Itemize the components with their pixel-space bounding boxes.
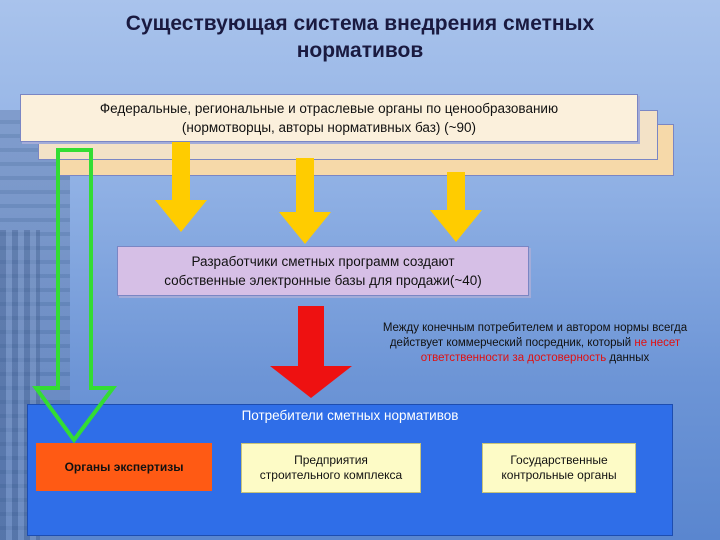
developers-line1: Разработчики сметных программ создают <box>191 254 455 269</box>
note-text-1: Между конечным потребителем и автором но… <box>382 322 688 349</box>
note-text-2: данных <box>606 352 650 364</box>
expertise-box: Органы экспертизы <box>36 443 212 491</box>
expertise-label: Органы экспертизы <box>64 459 184 474</box>
regulators-box: Федеральные, региональные и отраслевые о… <box>20 94 638 142</box>
red-arrow <box>270 306 352 398</box>
government-line1: Государственные <box>510 453 608 467</box>
yellow-arrow-right <box>430 172 482 242</box>
consumers-panel: Потребители сметных нормативов Органы эк… <box>27 404 673 536</box>
enterprises-box: Предприятия строительного комплекса <box>241 443 421 493</box>
developers-line2: собственные электронные базы для продажи… <box>164 273 482 288</box>
consumers-title: Потребители сметных нормативов <box>241 408 459 423</box>
government-line2: контрольные органы <box>501 468 617 482</box>
intermediary-note: Между конечным потребителем и автором но… <box>375 321 695 366</box>
regulators-line1: Федеральные, региональные и отраслевые о… <box>99 101 559 116</box>
note-text-red: не несет ответственности за достоверност… <box>420 337 681 364</box>
developers-box: Разработчики сметных программ создают со… <box>117 246 529 296</box>
regulators-line2: (нормотворцы, авторы нормативных баз) (~… <box>181 120 477 135</box>
government-box: Государственные контрольные органы <box>482 443 636 493</box>
enterprises-line1: Предприятия <box>294 453 368 467</box>
enterprises-line2: строительного комплекса <box>259 468 403 482</box>
slide-title: Существующая система внедрения сметных н… <box>125 12 595 62</box>
